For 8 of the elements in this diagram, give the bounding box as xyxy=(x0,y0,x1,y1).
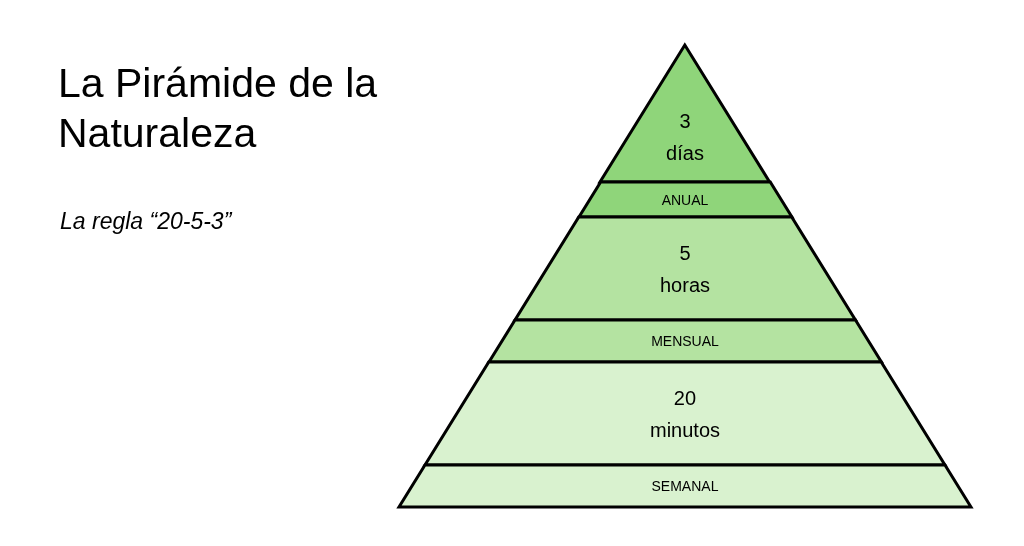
duration-label: 3 días xyxy=(666,109,704,166)
duration-label: 20 minutos xyxy=(649,386,720,443)
frequency-label: MENSUAL xyxy=(651,333,719,349)
title: La Pirámide de la Naturaleza xyxy=(58,59,379,158)
subtitle: La regla “20-5-3” xyxy=(60,208,232,235)
frequency-label: ANUAL xyxy=(661,191,709,208)
duration-label: 5 horas xyxy=(659,241,710,298)
frequency-label: SEMANAL xyxy=(651,478,719,494)
